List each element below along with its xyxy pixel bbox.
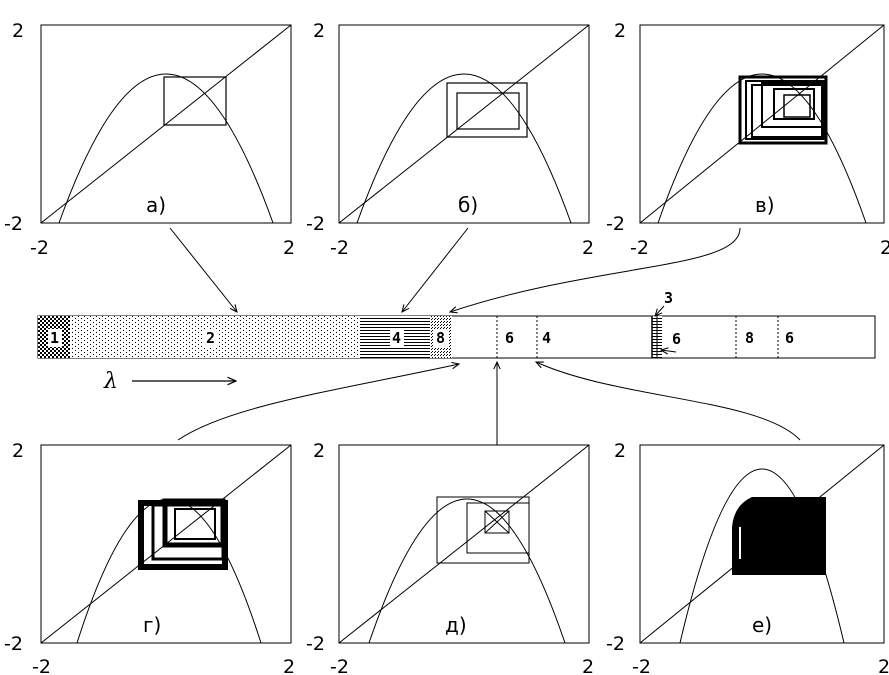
parabola-curve bbox=[356, 73, 572, 224]
panel-caption: г) bbox=[143, 613, 161, 637]
panel-caption: в) bbox=[755, 193, 775, 217]
x-tick-left: -2 bbox=[330, 237, 349, 259]
panel-d bbox=[338, 444, 590, 644]
period-label: 6 bbox=[505, 329, 514, 347]
y-tick-bottom: -2 bbox=[606, 213, 625, 235]
period-label: 1 bbox=[50, 329, 59, 347]
x-tick-left: -2 bbox=[632, 656, 651, 675]
lambda-symbol: λ bbox=[103, 369, 118, 394]
parabola-curve bbox=[368, 498, 566, 644]
connector-arrows bbox=[169, 227, 801, 445]
x-tick-left: -2 bbox=[630, 237, 649, 259]
panel-v bbox=[639, 24, 885, 224]
panel-caption: а) bbox=[146, 193, 166, 217]
y-tick-top: 2 bbox=[12, 440, 24, 462]
period-label: 8 bbox=[436, 329, 445, 347]
panel-caption: е) bbox=[752, 613, 772, 637]
orbit-cycle bbox=[738, 75, 828, 145]
period-label: 4 bbox=[542, 329, 551, 347]
orbit-cycle bbox=[436, 496, 530, 564]
y-tick-bottom: -2 bbox=[306, 213, 325, 235]
x-tick-left: -2 bbox=[32, 656, 51, 675]
panel-caption: б) bbox=[458, 193, 478, 217]
y-tick-top: 2 bbox=[12, 20, 24, 42]
x-tick-right: 2 bbox=[283, 237, 295, 259]
period-label: 6 bbox=[785, 329, 794, 347]
y-tick-bottom: -2 bbox=[306, 633, 325, 655]
panel-e bbox=[639, 444, 885, 644]
x-tick-right: 2 bbox=[878, 656, 889, 675]
x-tick-right: 2 bbox=[582, 237, 594, 259]
y-tick-bottom: -2 bbox=[4, 633, 23, 655]
parabola-curve bbox=[58, 73, 274, 224]
orbit-cycle bbox=[138, 498, 228, 570]
x-tick-left: -2 bbox=[330, 656, 349, 675]
x-tick-right: 2 bbox=[283, 656, 295, 675]
y-tick-top: 2 bbox=[614, 440, 626, 462]
x-tick-right: 2 bbox=[880, 237, 889, 259]
period-label: 2 bbox=[206, 329, 215, 347]
y-tick-top: 2 bbox=[614, 20, 626, 42]
parabola-curve bbox=[657, 73, 867, 224]
orbit-cycle bbox=[446, 82, 528, 138]
period-label: 4 bbox=[392, 329, 401, 347]
x-tick-left: -2 bbox=[30, 237, 49, 259]
diagonal-line bbox=[338, 24, 590, 224]
x-tick-right: 2 bbox=[582, 656, 594, 675]
period-label: 8 bbox=[745, 329, 754, 347]
panel-caption: д) bbox=[445, 613, 467, 637]
y-tick-bottom: -2 bbox=[4, 213, 23, 235]
y-tick-top: 2 bbox=[313, 20, 325, 42]
chaotic-orbit-region bbox=[732, 497, 826, 575]
orbit-cycle bbox=[163, 76, 227, 126]
y-tick-top: 2 bbox=[313, 440, 325, 462]
diagonal-line bbox=[40, 24, 292, 224]
parameter-bar: 1 2 4 8 6 4 3 6 8 6 bbox=[37, 289, 876, 359]
panel-a bbox=[40, 24, 292, 224]
panel-g bbox=[40, 444, 292, 644]
y-tick-bottom: -2 bbox=[606, 633, 625, 655]
period-label: 3 bbox=[664, 289, 673, 307]
period-label: 6 bbox=[672, 330, 681, 348]
panel-b bbox=[338, 24, 590, 224]
